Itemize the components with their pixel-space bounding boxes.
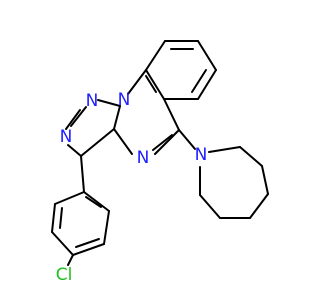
bond [54,191,85,205]
bond [51,231,74,256]
bond [239,146,263,167]
bond [197,69,217,100]
bond [154,129,180,155]
bond [97,99,121,107]
bond [145,40,166,71]
atom-labels: N N N N N Cl [56,90,208,285]
atom-label-n1: N [86,91,99,111]
bond [72,243,105,256]
bond [261,165,269,195]
bond [80,128,115,157]
atom-label-n5: N [195,145,208,165]
bond [191,69,207,93]
bond [113,128,133,155]
structure-canvas: N N N N N Cl [0,0,300,300]
bond [113,105,121,130]
atom-label-n4: N [137,148,150,168]
bonds [51,40,269,266]
bond [83,191,110,212]
bond [51,203,56,233]
bond [85,196,102,208]
atom-label-n2: N [60,127,73,147]
bond [70,106,87,127]
bond [67,144,82,157]
bond [75,238,100,248]
bond [145,69,165,100]
bond [103,210,110,245]
bond [208,146,241,153]
background [0,0,300,300]
bond [127,69,147,95]
bond [145,75,157,93]
bond [249,193,269,219]
atom-label-cl: Cl [56,265,73,285]
bond [152,134,173,151]
bond [80,155,85,193]
bond [178,129,196,150]
bond [65,109,81,130]
atom-label-n3: N [118,90,131,110]
bond [163,98,180,131]
bond [67,254,74,266]
bond [59,207,63,229]
bond [199,194,221,219]
bond [197,40,217,71]
